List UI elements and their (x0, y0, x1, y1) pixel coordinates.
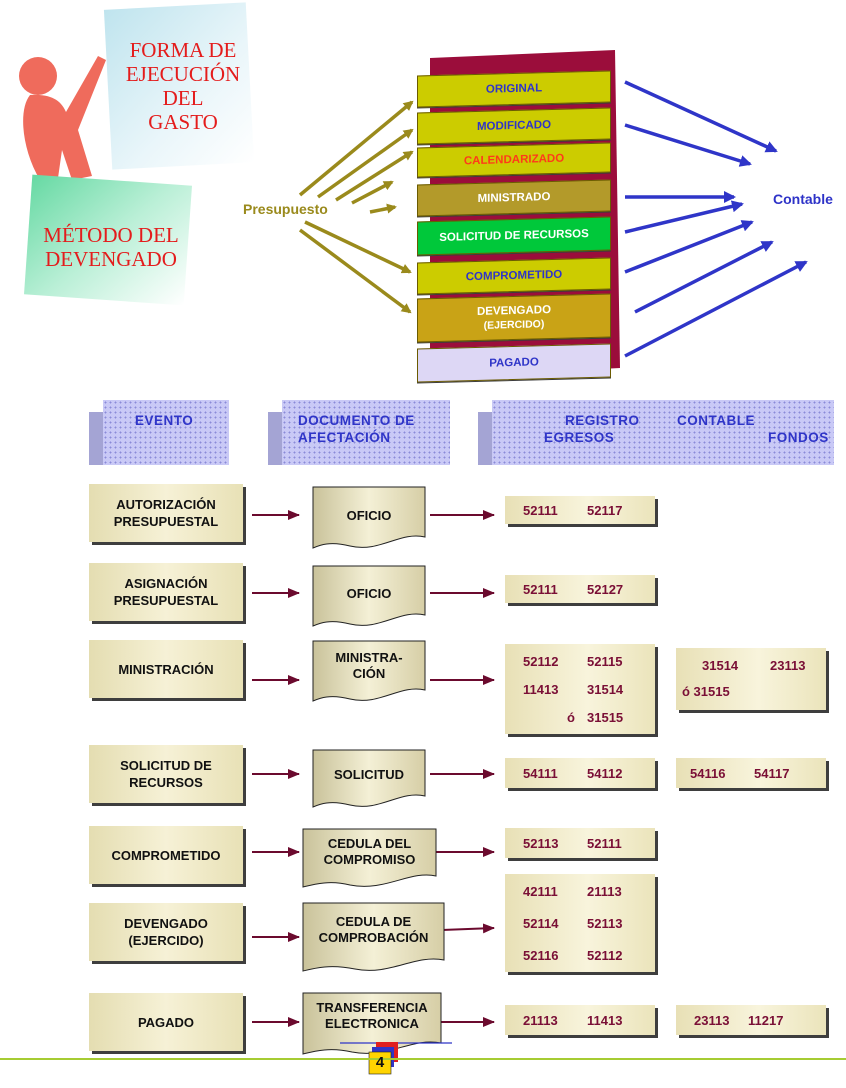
row-arrows (252, 510, 495, 1027)
stage-modificado: MODIFICADO (417, 107, 611, 145)
doc-shape-oficio-1 (312, 486, 426, 549)
header-registro-label: REGISTRO (565, 413, 640, 428)
stage-comprometido: COMPROMETIDO (417, 257, 611, 295)
header-documento (268, 400, 450, 465)
stage-original: ORIGINAL (417, 70, 611, 108)
page-number-badge (340, 1042, 452, 1075)
doc-solicitud: SOLICITUD (333, 767, 405, 782)
header-egresos-label: EGRESOS (544, 430, 615, 445)
header-evento-label: EVENTO (135, 413, 194, 428)
stage-devengado: DEVENGADO(EJERCIDO) (417, 293, 611, 343)
document-shapes (302, 486, 445, 1055)
title-text: FORMA DE EJECUCIÓN DEL GASTO (125, 38, 241, 134)
doc-shape-oficio-2 (312, 565, 426, 627)
event-pagado: PAGADO (89, 993, 243, 1051)
doc-ministracion: MINISTRA-CIÓN (335, 650, 403, 681)
doc-oficio-1: OFICIO (346, 508, 392, 523)
stage-calendarizado: CALENDARIZADO (417, 142, 611, 178)
contable-arrows (624, 80, 808, 358)
header-registro (478, 400, 834, 465)
presupuesto-arrows (298, 100, 414, 314)
event-comprometido: COMPROMETIDO (89, 826, 243, 884)
header-fondos-label: FONDOS (768, 430, 829, 445)
event-ministracion: MINISTRACIÓN (89, 640, 243, 698)
doc-shape-ministracion (312, 640, 426, 702)
doc-shape-solicitud (312, 749, 426, 808)
header-documento-line1: DOCUMENTO DE (298, 413, 415, 428)
doc-shape-comprobacion (302, 902, 445, 972)
header-documento-line2: AFECTACIÓN (298, 430, 391, 445)
stage-pagado: PAGADO (417, 343, 611, 383)
stage-solicitud-de-recursos: SOLICITUD DE RECURSOS (417, 216, 611, 256)
doc-shape-compromiso (302, 828, 437, 888)
page-number: 4 (375, 1054, 385, 1071)
presenter-figure-icon (19, 56, 106, 180)
doc-shape-transferencia (302, 992, 442, 1055)
header-contable-label: CONTABLE (677, 413, 755, 428)
doc-oficio-2: OFICIO (346, 586, 392, 601)
header-evento (89, 400, 229, 465)
presupuesto-label: Presupuesto (243, 201, 328, 217)
event-devengado-ejercido: DEVENGADO(EJERCIDO) (89, 903, 243, 961)
stage-ministrado: MINISTRADO (417, 179, 611, 217)
footer-line (0, 1058, 846, 1060)
method-text: MÉTODO DEL DEVENGADO (43, 223, 179, 271)
contable-label: Contable (773, 191, 833, 207)
